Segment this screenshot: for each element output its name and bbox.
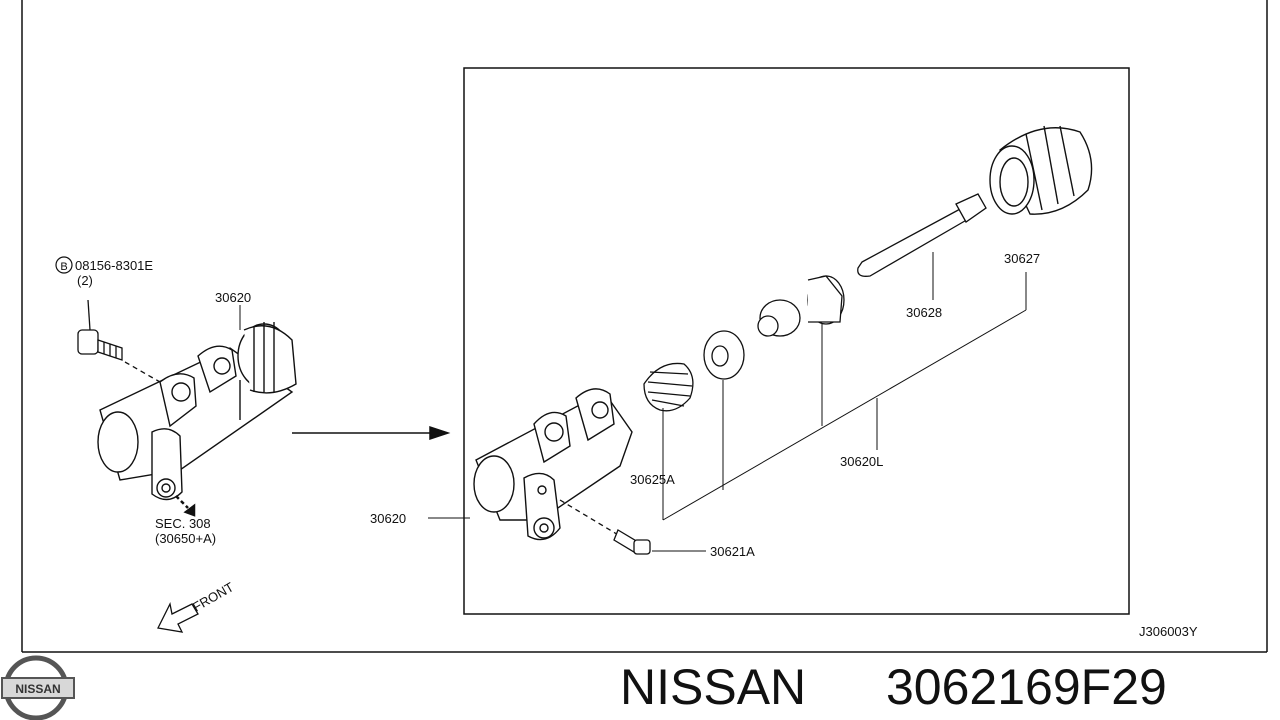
left-part-label: 30620 xyxy=(215,290,251,305)
rod-label: 30628 xyxy=(906,305,942,320)
diagram-frame xyxy=(21,0,1268,653)
bolt-code: 08156-8301E xyxy=(75,258,153,273)
boot-label: 30625A xyxy=(630,472,675,487)
piston-cup-label: 30627 xyxy=(1004,251,1040,266)
front-arrow-icon xyxy=(157,602,199,633)
main-cylinder-icon xyxy=(473,388,633,541)
part-number: 3062169F29 xyxy=(886,659,1167,715)
push-rod-icon xyxy=(857,193,987,277)
kit-label: 30620L xyxy=(840,454,883,469)
bolt-reference: B 08156-8301E (2) xyxy=(55,256,153,288)
left-hose-arrow-icon xyxy=(175,495,196,517)
piston-icon xyxy=(757,275,845,337)
left-cylinder-icon xyxy=(97,322,297,501)
logo-text: NISSAN xyxy=(15,682,60,696)
front-label: FRONT xyxy=(190,579,236,614)
sec-label-line1: SEC. 308 xyxy=(155,516,211,531)
main-part-label: 30620 xyxy=(370,511,406,526)
nissan-logo: NISSAN xyxy=(1,655,75,720)
boot-icon xyxy=(643,362,694,412)
drawing-code: J306003Y xyxy=(1139,624,1198,639)
bolt-qty: (2) xyxy=(77,273,93,288)
sec-label-line2: (30650+A) xyxy=(155,531,216,546)
detail-box xyxy=(463,67,1130,615)
detail-arrow-icon xyxy=(292,425,451,441)
kit-leader-lines xyxy=(662,252,1027,521)
piston-cup-icon xyxy=(989,125,1093,215)
bleeder-screw-icon xyxy=(559,499,651,555)
brand-name: NISSAN xyxy=(620,659,806,715)
seal-ring-icon xyxy=(703,330,745,380)
left-bolt-icon xyxy=(77,299,161,383)
bleeder-label: 30621A xyxy=(710,544,755,559)
bolt-circle-letter: B xyxy=(60,261,67,273)
bolt-circle-icon xyxy=(55,256,73,274)
